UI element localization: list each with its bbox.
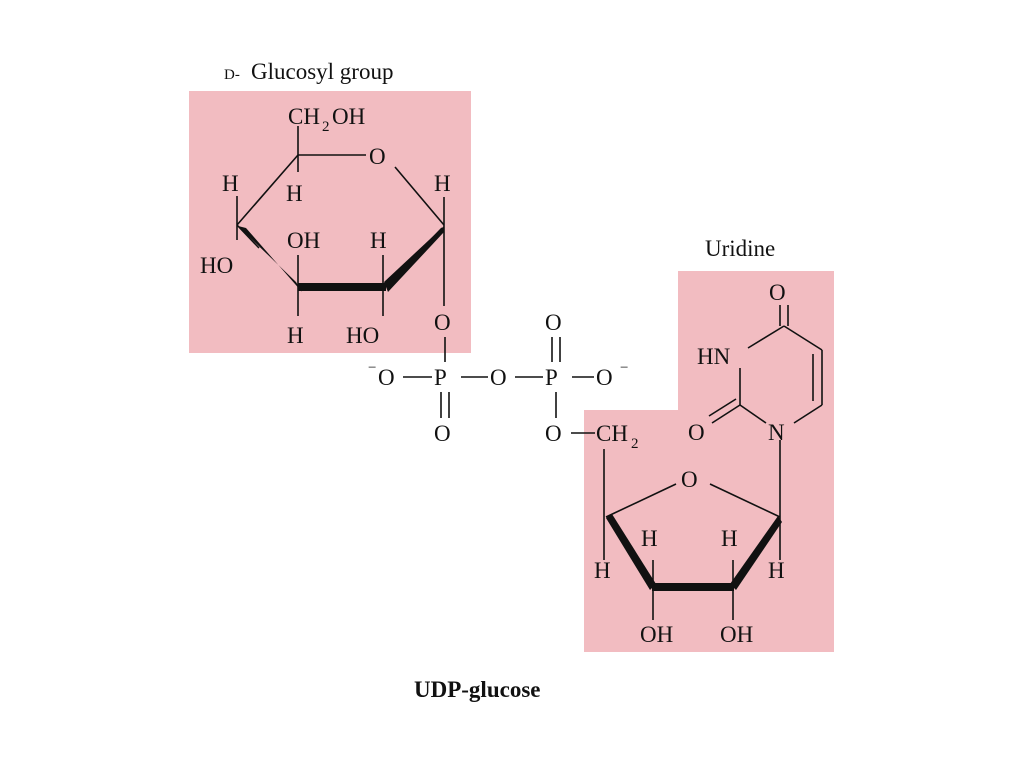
uracil-n3-hn: HN bbox=[697, 344, 731, 369]
ribose-c3-h: H bbox=[641, 526, 658, 551]
ribose-wedge-left bbox=[606, 514, 656, 590]
bridge-oxygen: O bbox=[490, 365, 507, 390]
c5-h: H bbox=[286, 181, 303, 206]
ribose-ring-oxygen: O bbox=[681, 467, 698, 492]
ribose-c4-h: H bbox=[594, 558, 611, 583]
c6-ch2oh-oh: OH bbox=[332, 104, 365, 129]
ribose-wedge-right bbox=[730, 516, 782, 590]
diagram-title: UDP-glucose bbox=[414, 677, 540, 702]
uridine-highlight bbox=[584, 271, 834, 652]
ribose-ch2-ch: CH bbox=[596, 421, 628, 446]
phosphate1-o-minus: O bbox=[378, 365, 395, 390]
phosphate2-o-minus: O bbox=[596, 365, 613, 390]
phosphate2-bottom-oxygen: O bbox=[545, 421, 562, 446]
c2-ho-bottom: HO bbox=[346, 323, 379, 348]
ribose-c1-h: H bbox=[768, 558, 785, 583]
uracil-c2-oxygen: O bbox=[688, 420, 705, 445]
glucosyl-highlight bbox=[189, 91, 471, 353]
uracil-n1: N bbox=[768, 420, 785, 445]
glucose-wedge-right bbox=[384, 226, 444, 292]
uridine-label: Uridine bbox=[705, 236, 775, 261]
ribose-ch2-sub: 2 bbox=[631, 436, 639, 452]
c2-h: H bbox=[370, 228, 387, 253]
c4-ho: HO bbox=[200, 253, 233, 278]
phosphate2-minus: − bbox=[620, 360, 628, 376]
phosphate2-top-oxygen: O bbox=[545, 310, 562, 335]
c6-ch2oh-ch: CH bbox=[288, 104, 320, 129]
phosphate1-bottom-oxygen: O bbox=[434, 421, 451, 446]
glucosyl-label-prefix: D- bbox=[224, 67, 240, 83]
phosphate1-p: P bbox=[434, 365, 447, 390]
ribose-ring-bonds bbox=[603, 440, 781, 620]
phosphate1-minus: − bbox=[368, 360, 376, 376]
uracil-c4-oxygen: O bbox=[769, 280, 786, 305]
c1-h: H bbox=[434, 171, 451, 196]
c4-h-top: H bbox=[222, 171, 239, 196]
c1-oxygen: O bbox=[434, 310, 451, 335]
ribose-c3-oh: OH bbox=[640, 622, 673, 647]
c3-h-bottom: H bbox=[287, 323, 304, 348]
c6-ch2oh-sub: 2 bbox=[322, 119, 330, 135]
phosphate2-p: P bbox=[545, 365, 558, 390]
diphosphate-bonds bbox=[403, 337, 595, 434]
ribose-c2-h: H bbox=[721, 526, 738, 551]
glucose-ring-oxygen: O bbox=[369, 144, 386, 169]
ribose-c2-oh: OH bbox=[720, 622, 753, 647]
uracil-ring-bonds bbox=[708, 305, 823, 424]
glucosyl-label: Glucosyl group bbox=[251, 59, 393, 84]
c3-oh: OH bbox=[287, 228, 320, 253]
